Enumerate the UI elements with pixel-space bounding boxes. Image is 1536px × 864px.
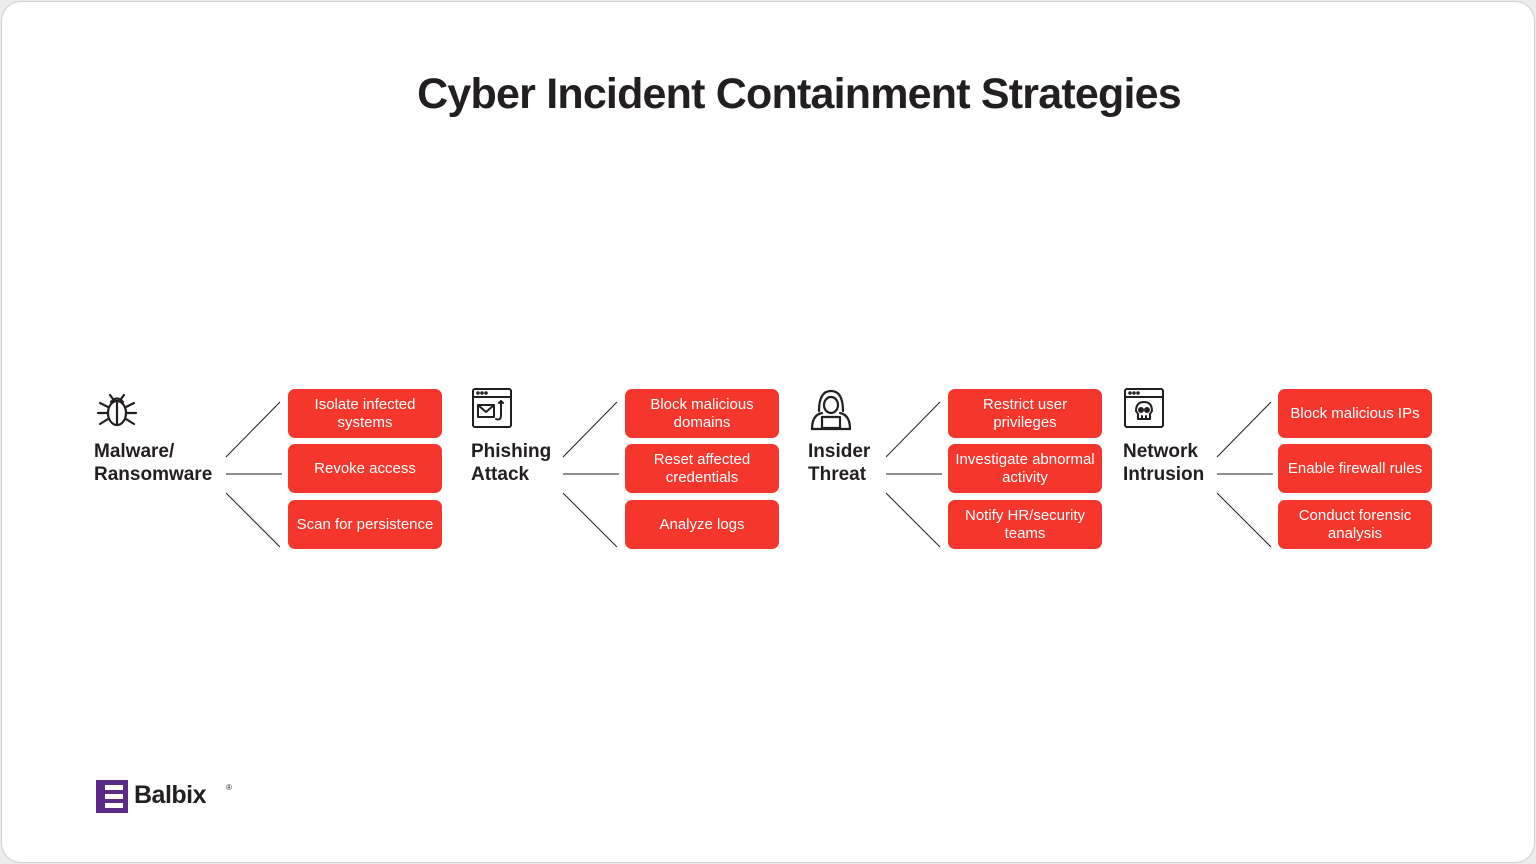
registered-mark: ® [226, 783, 232, 792]
group-label-malware: Malware/ Ransomware [94, 440, 212, 486]
group-label-insider: Insider Threat [808, 440, 870, 486]
connector-lines [225, 401, 282, 548]
connector-lines [1216, 401, 1273, 548]
connector-lines [885, 401, 942, 548]
phishing-email-icon [472, 388, 512, 428]
strategy-group-phishing: Phishing Attack Block malicious domains … [471, 382, 781, 557]
connector-lines [562, 401, 619, 548]
action-box: Enable firewall rules [1278, 444, 1432, 493]
group-label-line1: Network [1123, 441, 1198, 462]
page-title: Cyber Incident Containment Strategies [417, 70, 1181, 118]
action-box: Investigate abnormal activity [948, 444, 1102, 493]
strategy-group-insider: Insider Threat Restrict user privileges … [808, 382, 1104, 557]
action-box: Analyze logs [625, 500, 779, 549]
hooded-hacker-icon [810, 389, 852, 431]
strategy-group-network: Network Intrusion Block malicious IPs En… [1123, 382, 1435, 557]
group-label-line2: Intrusion [1123, 464, 1205, 485]
action-box: Scan for persistence [288, 500, 442, 549]
group-label-line1: Malware/ [94, 441, 175, 462]
bug-icon [96, 393, 138, 427]
group-label-network: Network Intrusion [1123, 440, 1204, 486]
group-label-phishing: Phishing Attack [471, 440, 551, 486]
skull-window-icon [1124, 388, 1164, 428]
action-box: Isolate infected systems [288, 389, 442, 438]
action-box: Block malicious IPs [1278, 389, 1432, 438]
group-label-line1: Insider [808, 441, 871, 462]
group-label-line2: Threat [808, 464, 867, 485]
brand-name: Balbix [134, 781, 207, 809]
action-box: Block malicious domains [625, 389, 779, 438]
group-label-line2: Attack [471, 464, 530, 485]
action-box: Conduct forensic analysis [1278, 500, 1432, 549]
group-label-line1: Phishing [471, 441, 552, 462]
group-label-line2: Ransomware [94, 464, 213, 485]
balbix-logo-icon [96, 780, 128, 813]
action-box: Reset affected credentials [625, 444, 779, 493]
action-box: Revoke access [288, 444, 442, 493]
strategy-group-malware: Malware/ Ransomware Isolate infected sys… [94, 382, 444, 557]
action-box: Notify HR/security teams [948, 500, 1102, 549]
action-box: Restrict user privileges [948, 389, 1102, 438]
